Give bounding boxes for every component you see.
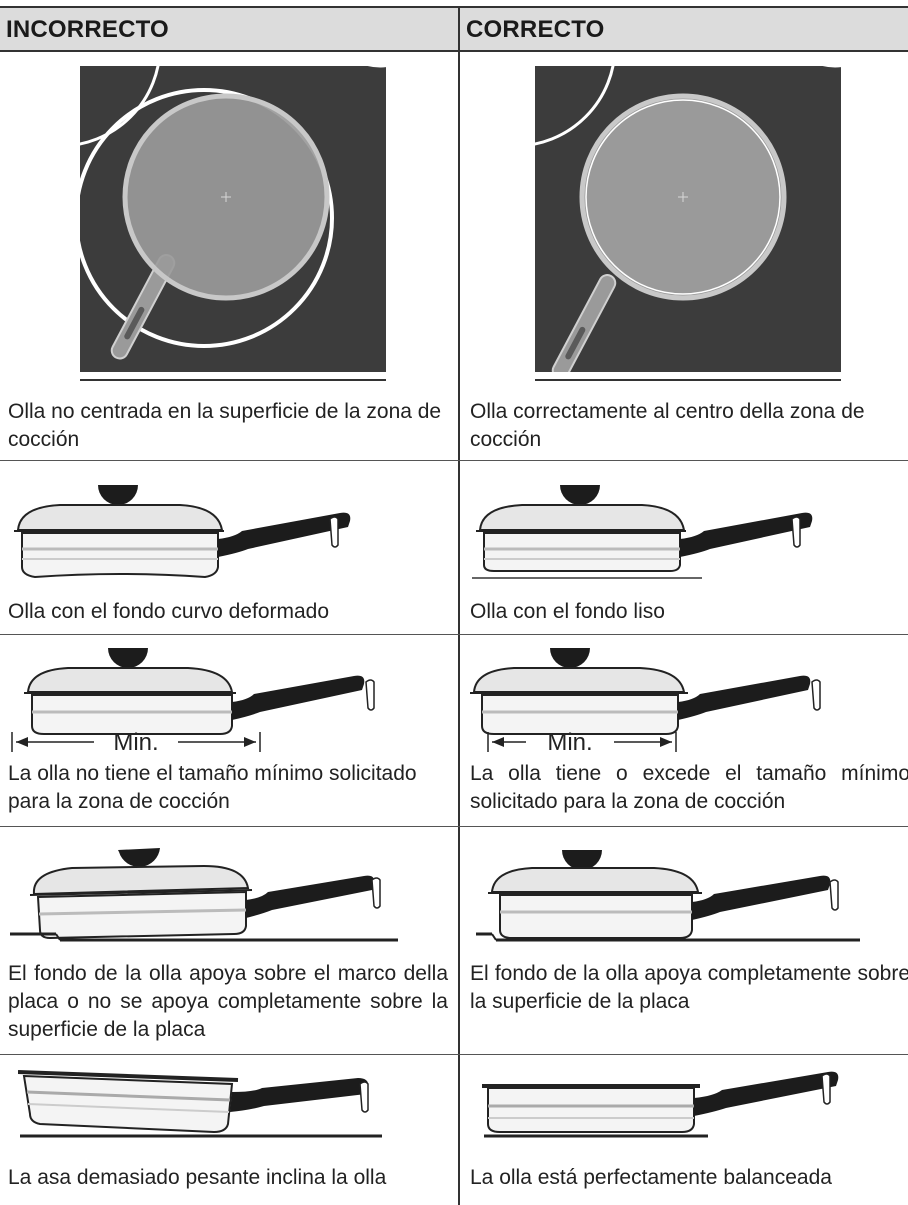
pan-flat-bottom-figure bbox=[472, 485, 813, 579]
header-incorrect-label: INCORRECTO bbox=[6, 16, 169, 43]
row-divider-4 bbox=[0, 1054, 908, 1055]
caption-row4-left: El fondo de la olla apoya sobre el marco… bbox=[8, 962, 448, 1041]
caption-row4-right: El fondo de la olla apoya completamente … bbox=[470, 962, 908, 1013]
header-correct: CORRECTO bbox=[460, 8, 908, 52]
header-correct-label: CORRECTO bbox=[466, 16, 605, 43]
pan-on-frame-figure bbox=[10, 848, 398, 942]
row-divider-1 bbox=[0, 460, 908, 461]
min-label-left: Min. bbox=[113, 729, 158, 754]
pan-min-size-figure: Min. bbox=[470, 648, 821, 754]
caption-row2-right: Olla con el fondo liso bbox=[470, 600, 665, 623]
row-divider-3 bbox=[0, 826, 908, 827]
caption-row1-left: Olla no centrada en la superficie de la … bbox=[8, 400, 442, 451]
column-divider bbox=[458, 6, 460, 1205]
caption-row2-left: Olla con el fondo curvo deformado bbox=[8, 600, 330, 623]
pan-balanced-figure bbox=[482, 1071, 839, 1138]
caption-row3-right: La olla tiene o excede el tamaño mínimo … bbox=[470, 762, 908, 813]
min-label-right: Min. bbox=[547, 729, 592, 754]
pan-curved-bottom-figure bbox=[14, 485, 351, 579]
pan-tilted-figure bbox=[18, 1070, 382, 1138]
row-divider-2 bbox=[0, 634, 908, 635]
caption-row5-right: La olla está perfectamente balanceada bbox=[470, 1166, 832, 1189]
caption-row1-right: Olla correctamente al centro della zona … bbox=[470, 400, 865, 451]
hob-centered-figure bbox=[535, 66, 841, 381]
header-incorrect: INCORRECTO bbox=[0, 8, 458, 52]
caption-row5-left: La asa demasiado pesante inclina la olla bbox=[8, 1166, 387, 1189]
caption-row3-left: La olla no tiene el tamaño mínimo solici… bbox=[8, 762, 417, 813]
hob-off-center-figure bbox=[80, 66, 386, 381]
pan-too-small-figure: Min. bbox=[11, 648, 375, 754]
table-top-border bbox=[0, 6, 908, 8]
pan-flat-on-plate-figure bbox=[476, 850, 860, 942]
